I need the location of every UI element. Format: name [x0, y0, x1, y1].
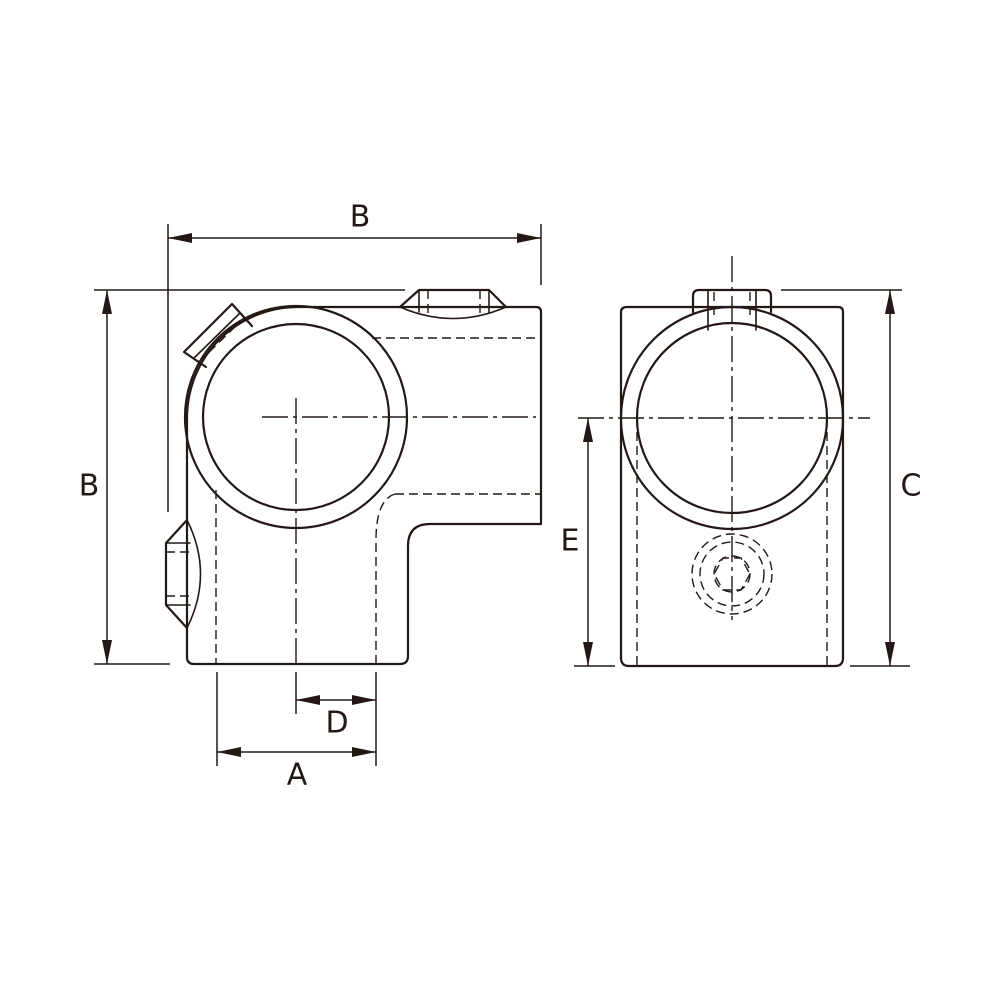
label-a: A — [287, 758, 308, 793]
dim-c-arrow-top — [885, 290, 895, 314]
label-top-b: B — [350, 200, 371, 235]
dimensions: B B A D C E — [79, 200, 922, 793]
dim-d-arrow-right — [352, 695, 376, 705]
label-left-b: B — [79, 469, 100, 504]
dim-left-b-arrow-top — [102, 290, 112, 314]
dim-a-arrow-left — [217, 747, 241, 757]
label-e: E — [561, 524, 580, 559]
front-view-screw-thread — [699, 541, 765, 607]
dim-top-b-arrow-right — [517, 233, 541, 243]
dim-d-arrow-left — [296, 695, 320, 705]
dim-a-arrow-right — [352, 747, 376, 757]
side-view-diagonal-boss — [182, 302, 254, 369]
label-c: C — [901, 469, 922, 504]
side-view-body-outline — [185, 305, 543, 666]
side-view-top-boss-curve — [399, 306, 507, 320]
front-view-body-outline — [619, 305, 845, 668]
side-view-outer-arc — [185, 305, 298, 417]
dim-c-arrow-bottom — [885, 642, 895, 666]
side-view-left-boss-curve — [186, 519, 202, 629]
side-view — [164, 288, 543, 666]
dim-e-arrow-bottom — [583, 642, 593, 666]
dim-left-b-arrow-bottom — [102, 640, 112, 664]
front-view — [578, 256, 870, 668]
dim-e-arrow-top — [583, 418, 593, 442]
side-view-diagonal-boss-hidden — [198, 316, 246, 363]
side-view-left-boss — [164, 518, 189, 630]
label-d: D — [325, 706, 348, 741]
dim-top-b-arrow-left — [168, 233, 192, 243]
front-view-screw-outer — [691, 533, 773, 615]
side-view-hidden-bore-corner — [375, 493, 396, 664]
side-view-diagonal-boss-line — [193, 312, 241, 359]
front-view-hex-socket-icon — [713, 557, 751, 591]
side-view-top-boss — [398, 288, 508, 309]
